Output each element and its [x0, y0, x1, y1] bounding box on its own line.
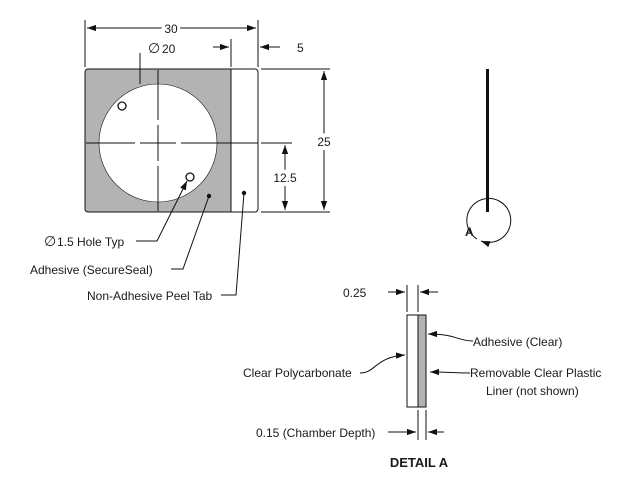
hole-callout: ∅ 1.5 Hole Typ: [44, 180, 188, 249]
adhesive-callout: Adhesive (SecureSeal): [30, 195, 210, 277]
dim-width-text: 30: [164, 22, 178, 36]
diameter-symbol-20: ∅: [148, 40, 160, 56]
detail-adhesive-text: Adhesive (Clear): [473, 335, 562, 349]
dim-chamber-diameter-text: 20: [162, 42, 176, 56]
side-view-part: [486, 69, 489, 212]
side-view: A: [465, 69, 512, 248]
peel-tab-region: [231, 69, 258, 212]
detail-circle: [466, 197, 512, 248]
detail-liner-text-1: Removable Clear Plastic: [470, 366, 601, 380]
dimension-5: 5: [213, 39, 304, 67]
detail-title: DETAIL A: [390, 455, 449, 470]
dimension-20: ∅ 20: [139, 40, 176, 84]
detail-chamber-depth-text: 0.15 (Chamber Depth): [256, 426, 375, 440]
peel-tab-callout: Non-Adhesive Peel Tab: [87, 192, 245, 303]
adhesive-leader: [427, 330, 474, 342]
hole-top-left: [117, 101, 127, 111]
dim-center-height-text: 12.5: [273, 171, 297, 185]
hole-bottom-right: [185, 172, 195, 182]
adhesive-layer: [417, 314, 427, 408]
dimension-30: 30: [84, 19, 259, 67]
peel-tab-callout-text: Non-Adhesive Peel Tab: [87, 289, 213, 303]
detail-polycarbonate-text: Clear Polycarbonate: [243, 366, 352, 380]
diameter-symbol-hole: ∅: [44, 233, 56, 249]
dimension-25: 25: [261, 68, 335, 213]
detail-liner-text-2: Liner (not shown): [486, 384, 579, 398]
adhesive-callout-text: Adhesive (SecureSeal): [30, 263, 153, 277]
dim-height-text: 25: [317, 135, 331, 149]
hole-callout-text: 1.5 Hole Typ: [57, 235, 124, 249]
detail-a: 0.25 Adhesive (Clear) Clear Polycarbonat…: [243, 285, 601, 470]
liner-leader: [429, 368, 471, 376]
front-view: [84, 68, 259, 213]
polycarbonate-layer: [406, 314, 419, 408]
polycarbonate-leader: [359, 352, 406, 374]
detail-thickness-text: 0.25: [343, 286, 367, 300]
dimension-12-5: 12.5: [261, 142, 301, 210]
dim-tab-width-text: 5: [297, 41, 304, 55]
detail-marker-label: A: [465, 225, 474, 239]
